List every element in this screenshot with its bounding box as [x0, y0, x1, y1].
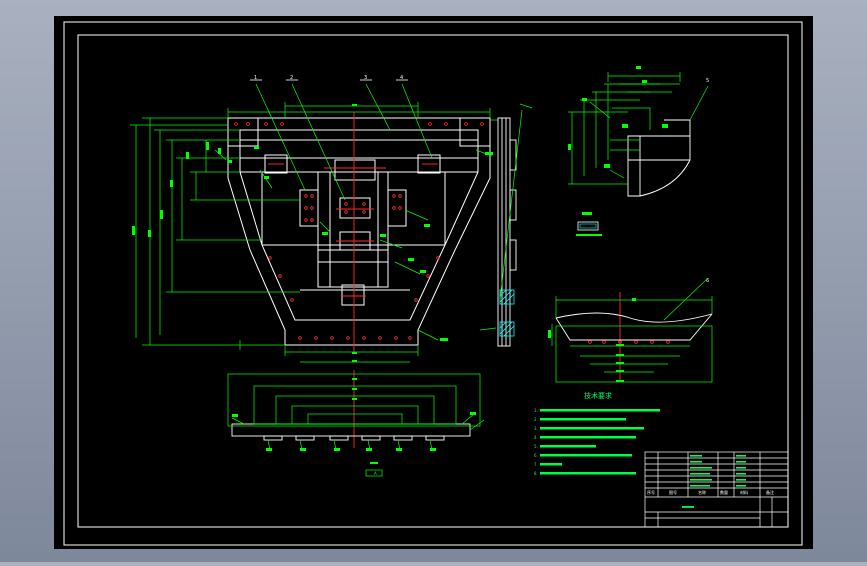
svg-text:5: 5: [706, 78, 709, 84]
svg-text:8.: 8.: [534, 471, 538, 476]
model-space: [54, 16, 813, 549]
svg-text:备注: 备注: [766, 489, 774, 495]
inner-frame: [77, 34, 789, 528]
outer-frame: [63, 21, 803, 546]
front-view-marks: [232, 378, 476, 464]
svg-text:序号: 序号: [647, 489, 655, 495]
detail-view-bottom: [555, 312, 713, 341]
plan-dimensions: [130, 83, 498, 363]
svg-text:3: 3: [364, 75, 367, 81]
dimension-marks: [132, 104, 493, 362]
title-block-entries: [682, 455, 746, 508]
svg-text:6.: 6.: [534, 453, 538, 458]
svg-text:4: 4: [400, 75, 403, 81]
side-view: [497, 117, 517, 347]
svg-text:5.: 5.: [534, 444, 538, 449]
svg-text:7.: 7.: [534, 462, 538, 467]
svg-text:数量: 数量: [720, 489, 728, 495]
svg-text:2.: 2.: [534, 417, 538, 422]
detail-top-marks: [568, 66, 668, 168]
detail-bottom-holes: [588, 340, 670, 344]
svg-text:名称: 名称: [698, 489, 706, 495]
balloon-labels: 1 2 3 4 5 6: [254, 75, 709, 284]
detail-bottom-marks: [548, 298, 636, 382]
title-block: [644, 451, 789, 528]
svg-text:1.: 1.: [534, 408, 538, 413]
svg-text:3.: 3.: [534, 426, 538, 431]
svg-text:1: 1: [254, 75, 257, 81]
side-view-dims: [479, 103, 533, 331]
detail-view-top: [627, 119, 691, 197]
tech-requirements: 技术要求 1. 2. 3. 4. 5. 6. 7. 8.: [534, 391, 660, 476]
section-label: A: [374, 471, 377, 476]
svg-text:2: 2: [290, 75, 293, 81]
bolt-holes: [234, 122, 484, 340]
svg-text:6: 6: [706, 278, 709, 284]
front-view-dims: [227, 373, 485, 477]
small-detail: [576, 212, 602, 236]
svg-text:图号: 图号: [669, 489, 677, 495]
title-block-headers: 序号 图号 名称 数量 材料 备注: [647, 489, 774, 495]
detail-view-top-dims: [568, 72, 709, 185]
detail-view-bottom-dims: [551, 279, 713, 383]
svg-text:材料: 材料: [740, 489, 748, 495]
svg-text:4.: 4.: [534, 435, 538, 440]
tech-requirements-title: 技术要求: [584, 391, 612, 400]
centerlines: [268, 112, 621, 448]
